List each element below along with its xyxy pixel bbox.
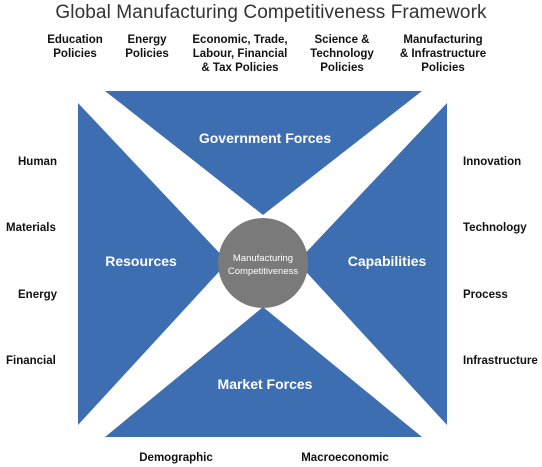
policy-line: Economic, Trade,	[192, 34, 288, 46]
policy-line: Policies	[53, 48, 97, 60]
government-forces-triangle	[105, 91, 422, 215]
market-item: Macroeconomic	[301, 452, 389, 464]
center-label-line: Manufacturing	[233, 253, 293, 264]
policy-line: Policies	[421, 62, 465, 74]
policy-line: & Infrastructure	[399, 48, 487, 60]
capability-item: Process	[463, 289, 508, 301]
resources-label: Resources	[105, 253, 177, 269]
resource-item: Human	[18, 156, 57, 168]
policy-line: Manufacturing	[403, 34, 483, 46]
policy-science-technology: Science & Technology Policies	[310, 33, 374, 75]
policy-energy: Energy Policies	[125, 33, 168, 61]
policy-line: Science &	[314, 34, 370, 46]
resource-item: Financial	[6, 355, 56, 367]
resource-item: Materials	[6, 222, 56, 234]
policy-line: Energy	[127, 34, 167, 46]
government-forces-label: Government Forces	[199, 130, 331, 146]
capability-item: Technology	[463, 222, 527, 234]
capabilities-label: Capabilities	[348, 253, 427, 269]
policy-line: Policies	[125, 48, 169, 60]
diagram-title: Global Manufacturing Competitiveness Fra…	[55, 2, 487, 23]
center-label-line: Competitiveness	[228, 266, 298, 277]
capability-item: Innovation	[463, 156, 522, 168]
market-forces-triangle	[105, 307, 422, 437]
policy-line: Technology	[310, 48, 374, 60]
market-item: Demographic	[139, 452, 213, 464]
market-forces-label: Market Forces	[218, 376, 313, 392]
policy-manufacturing-infrastructure: Manufacturing & Infrastructure Policies	[400, 33, 486, 75]
policy-line: Policies	[320, 62, 364, 74]
resources-triangle	[78, 103, 228, 425]
policy-line: & Tax Policies	[201, 62, 279, 74]
policy-line: Labour, Financial	[192, 48, 288, 60]
policy-line: Education	[47, 34, 103, 46]
center-circle	[218, 218, 308, 308]
capability-item: Infrastructure	[463, 355, 538, 367]
resource-item: Energy	[18, 289, 57, 301]
policy-education: Education Policies	[47, 33, 103, 61]
policy-economic: Economic, Trade, Labour, Financial & Tax…	[192, 33, 287, 75]
capabilities-triangle	[297, 103, 447, 425]
